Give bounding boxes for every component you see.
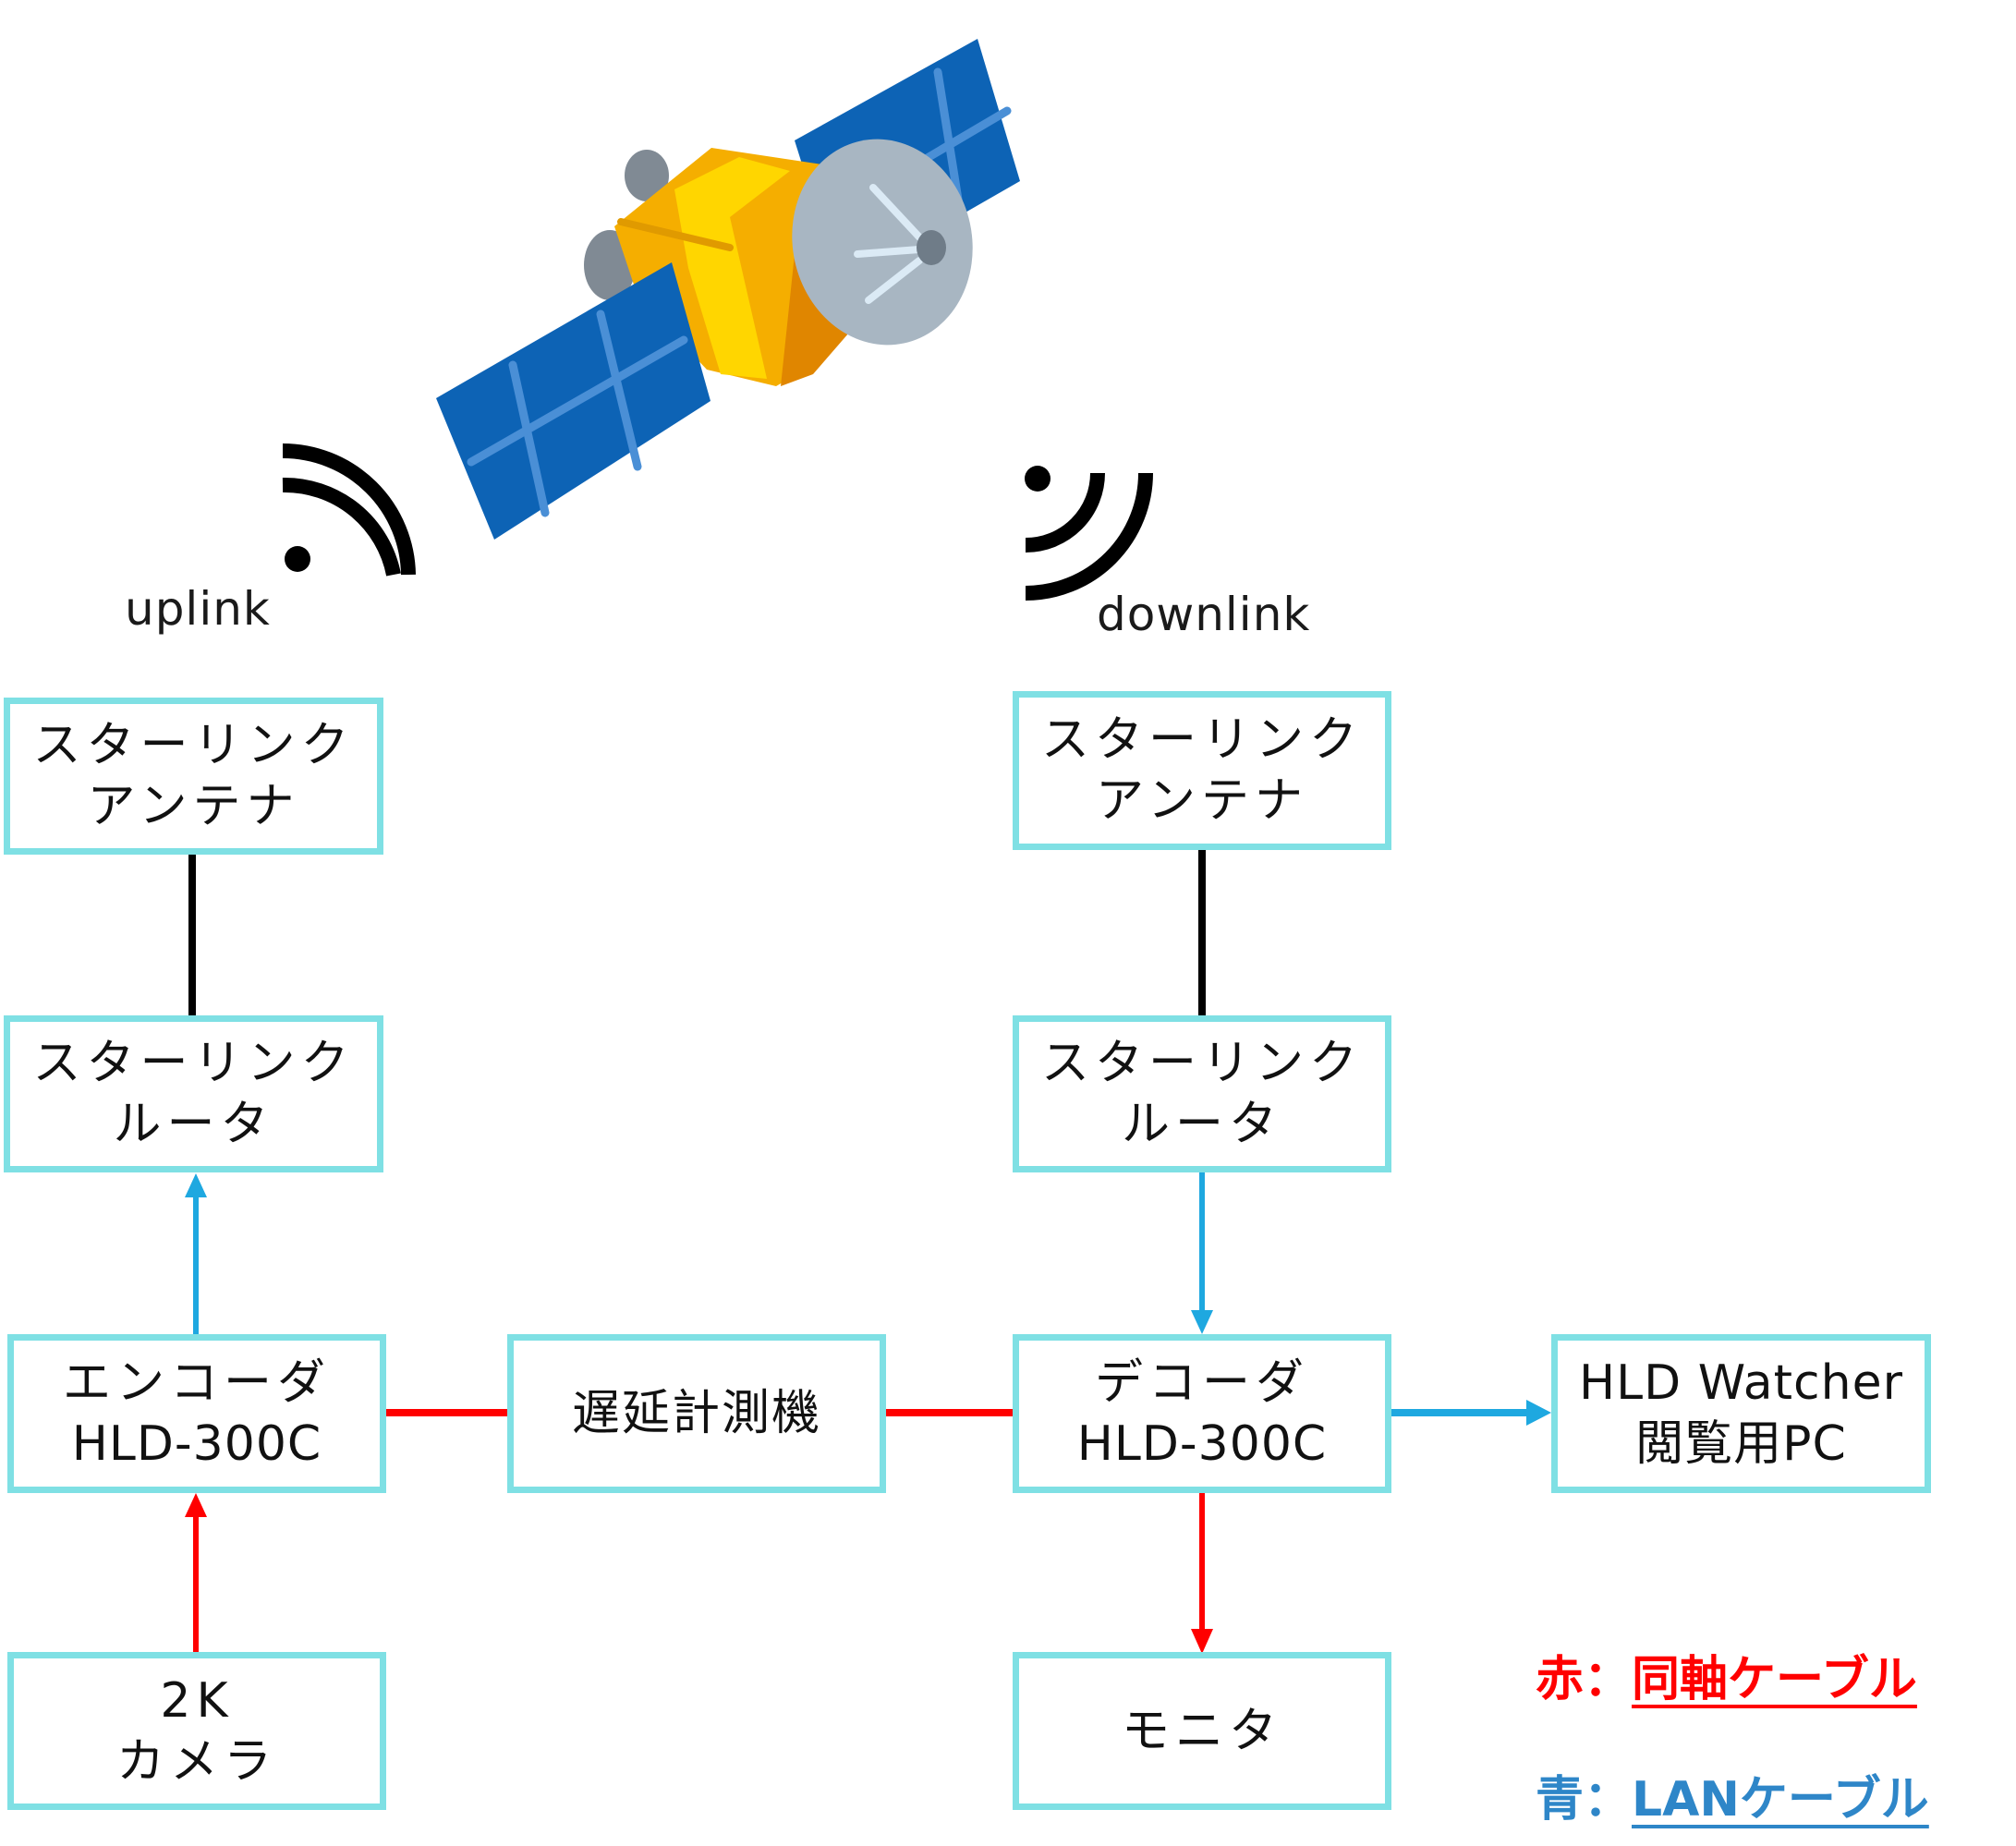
node-viewer-pc-line1: HLD Watcher (1579, 1355, 1903, 1411)
node-uplink-antenna-line2: アンテナ (87, 779, 300, 834)
node-delay-meter-line1: 遅延計測機 (571, 1386, 821, 1441)
node-monitor-line1: モニタ (1121, 1703, 1282, 1759)
node-uplink-router-line2: ルータ (113, 1097, 274, 1152)
node-downlink-antenna[interactable]: スターリンク アンテナ (1013, 691, 1391, 850)
downlink-label: downlink (1097, 588, 1311, 641)
node-viewer-pc-line2: 閲覧用PC (1635, 1416, 1847, 1472)
legend-lan-key: 青： (1536, 1772, 1633, 1828)
legend-lan-value: LANケーブル (1632, 1772, 1929, 1828)
legend-coax: 赤：同軸ケーブル (1536, 1640, 1917, 1709)
node-camera-line2: カメラ (115, 1733, 277, 1790)
downlink-signal-icon (1025, 466, 1153, 601)
node-downlink-antenna-line1: スターリンク (1040, 712, 1363, 768)
arrowhead-camera-encoder (185, 1493, 207, 1517)
arrowhead-decoder-pc (1526, 1400, 1551, 1426)
legend-coax-value: 同軸ケーブル (1632, 1652, 1917, 1707)
node-uplink-router[interactable]: スターリンク ルータ (4, 1015, 383, 1172)
arrowhead-decoder-monitor (1191, 1629, 1213, 1654)
node-downlink-router-line2: ルータ (1121, 1097, 1282, 1152)
node-downlink-router-line1: スターリンク (1040, 1036, 1363, 1091)
node-downlink-antenna-line2: アンテナ (1096, 773, 1308, 829)
node-encoder[interactable]: エンコーダ HLD-300C (7, 1334, 386, 1493)
uplink-label: uplink (125, 582, 271, 636)
node-downlink-router[interactable]: スターリンク ルータ (1013, 1015, 1391, 1172)
node-decoder[interactable]: デコーダ HLD-300C (1013, 1334, 1391, 1493)
legend-lan: 青：LANケーブル (1536, 1760, 1929, 1829)
node-uplink-router-line1: スターリンク (32, 1036, 355, 1091)
satellite-icon (436, 39, 1020, 540)
arrowhead-router-decoder (1191, 1310, 1213, 1334)
legend-coax-key: 赤： (1536, 1652, 1633, 1707)
node-uplink-antenna[interactable]: スターリンク アンテナ (4, 698, 383, 855)
arrowhead-encoder-router (185, 1173, 207, 1197)
node-encoder-line1: エンコーダ (62, 1355, 331, 1411)
node-decoder-line1: デコーダ (1094, 1355, 1309, 1411)
uplink-signal-icon (282, 443, 416, 577)
node-viewer-pc[interactable]: HLD Watcher 閲覧用PC (1551, 1334, 1931, 1493)
node-uplink-antenna-line1: スターリンク (32, 718, 355, 773)
node-camera-line1: 2K (160, 1672, 234, 1729)
node-delay-meter[interactable]: 遅延計測機 (507, 1334, 886, 1493)
node-monitor[interactable]: モニタ (1013, 1652, 1391, 1810)
connectors (185, 850, 1551, 1654)
node-camera[interactable]: 2K カメラ (7, 1652, 386, 1810)
node-encoder-line2: HLD-300C (71, 1416, 322, 1472)
node-decoder-line2: HLD-300C (1076, 1416, 1328, 1472)
